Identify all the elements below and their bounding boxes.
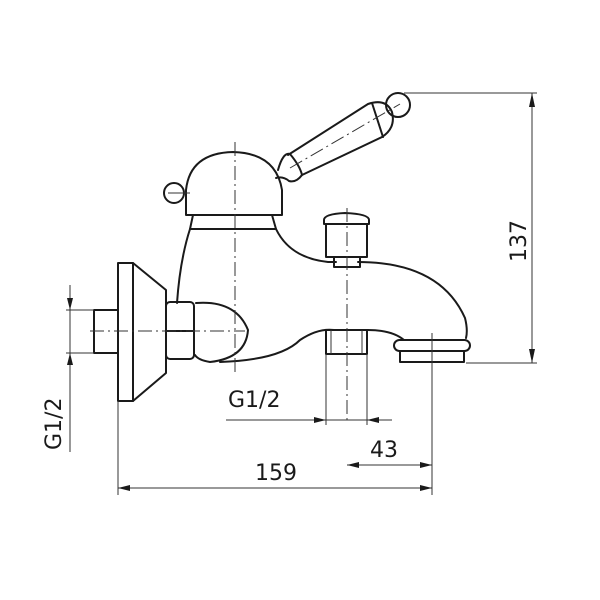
spout-offset-label: 43	[370, 438, 398, 463]
outlet-thread-label: G1/2	[228, 388, 280, 413]
dimension-height: 137	[404, 92, 537, 364]
inlet-thread-label: G1/2	[42, 398, 67, 450]
wall-flange	[117, 262, 167, 402]
handle-grip	[287, 101, 394, 176]
width-label: 159	[255, 461, 297, 486]
inlet-union	[194, 301, 249, 363]
dimension-width: 159	[117, 401, 433, 495]
mixer-body	[176, 228, 468, 363]
lever-handle	[275, 92, 411, 183]
dimension-spout-offset: 43	[347, 438, 432, 468]
height-label: 137	[507, 220, 532, 262]
cartridge-dome	[163, 151, 283, 230]
dimension-outlet-thread: G1/2	[226, 354, 392, 425]
handle-neck	[275, 152, 303, 183]
dimension-inlet-thread: G1/2	[42, 285, 94, 452]
